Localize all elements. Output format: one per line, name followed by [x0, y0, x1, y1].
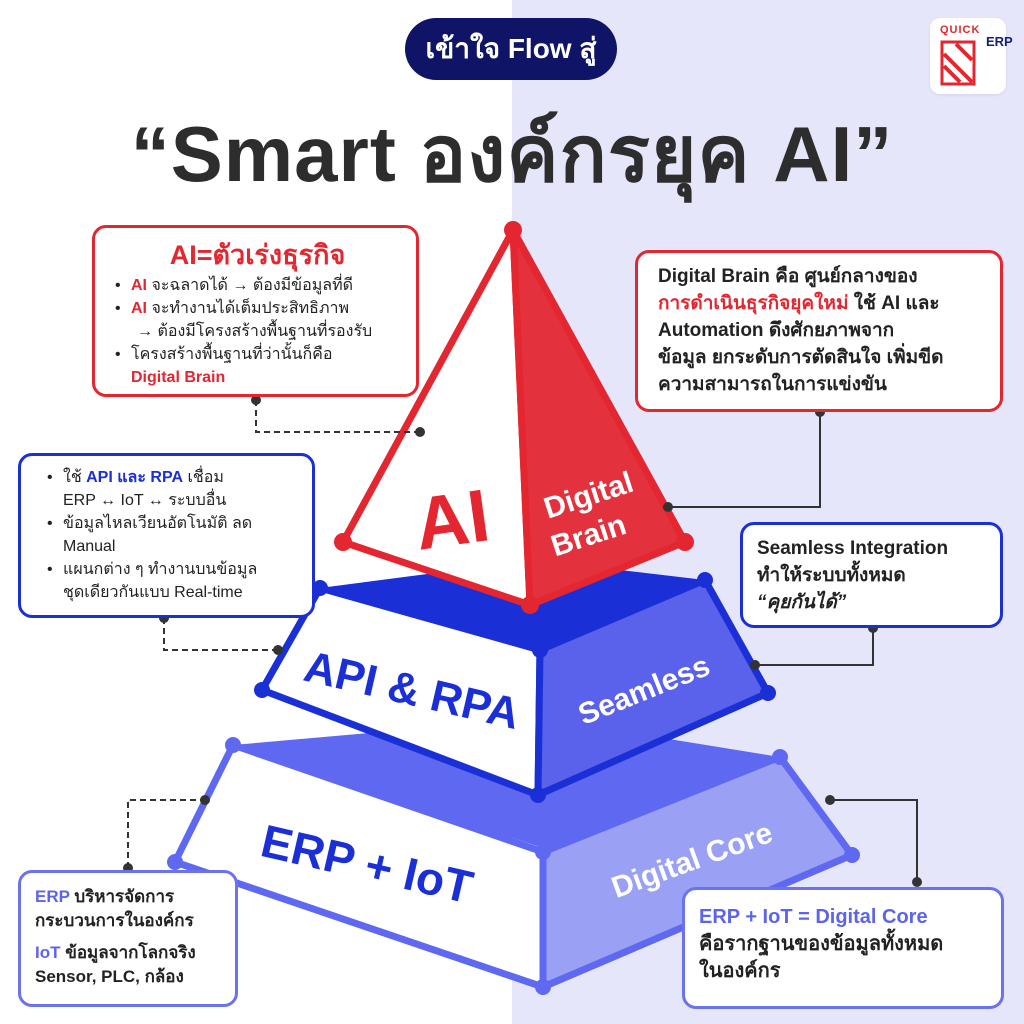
- logo-mark-icon: [940, 40, 976, 86]
- digital-brain-box: Digital Brain คือ ศูนย์กลางของ การดำเนิน…: [635, 250, 1003, 412]
- brain-box-line1: Digital Brain คือ ศูนย์กลางของ: [658, 266, 918, 287]
- logo-text-quick: QUICK: [940, 24, 981, 36]
- page-title: “Smart องค์กรยุค AI”: [130, 110, 894, 198]
- label-ai: AI: [410, 473, 495, 565]
- seamless-box-quote: “คุยกันได้”: [757, 592, 847, 613]
- erp-box-line1: ERP บริหารจัดการ: [35, 887, 175, 906]
- connector-seamless-box: [755, 628, 874, 666]
- erp-box-line2: กระบวนการในองค์กร: [35, 911, 194, 930]
- core-box-line3: ในองค์กร: [699, 960, 781, 982]
- top-side-face: [509, 226, 689, 609]
- core-box-line2: คือรากฐานของข้อมูลทั้งหมด: [699, 933, 944, 955]
- ai-box-item-2: AI จะทำงานได้เต็มประสิทธิภาพ→ ต้องมีโครง…: [115, 297, 402, 343]
- header-pill: เข้าใจ Flow สู่: [405, 18, 617, 80]
- mid-top-face: [320, 560, 705, 650]
- ai-accelerator-box: AI=ตัวเร่งธุรกิจ AI จะฉลาดได้ → ต้องมีข้…: [92, 225, 419, 397]
- erp-box-line3: IoT ข้อมูลจากโลกจริง: [35, 943, 196, 962]
- seamless-box-title: Seamless Integration: [757, 538, 949, 559]
- seamless-integration-box: Seamless Integration ทำให้ระบบทั้งหมด “ค…: [740, 522, 1003, 628]
- connector-ai-box: [255, 400, 420, 433]
- core-box-title: ERP + IoT = Digital Core: [699, 906, 928, 928]
- api-box-item-3: แผนกต่าง ๆ ทำงานบนข้อมูลชุดเดียวกันแบบ R…: [47, 558, 300, 604]
- digital-core-box: ERP + IoT = Digital Core คือรากฐานของข้อ…: [682, 887, 1004, 1009]
- ai-box-item-1: AI จะฉลาดได้ → ต้องมีข้อมูลที่ดี: [115, 274, 402, 297]
- connector-core-box: [830, 799, 918, 882]
- connector-api-box: [163, 618, 278, 651]
- brain-box-line5: ความสามารถในการแข่งขัน: [658, 374, 887, 395]
- connector-erp-box: [127, 799, 205, 868]
- brain-box-line4: ข้อมูล ยกระดับการตัดสินใจ เพิ่มขีด: [658, 347, 944, 368]
- ai-box-title: AI=ตัวเร่งธุรกิจ: [169, 240, 346, 270]
- erp-box-line4: Sensor, PLC, กล้อง: [35, 967, 184, 986]
- erp-iot-box: ERP บริหารจัดการ กระบวนการในองค์กร IoT ข…: [18, 870, 238, 1007]
- seamless-box-line2: ทำให้ระบบทั้งหมด: [757, 565, 906, 586]
- brain-box-line2: การดำเนินธุรกิจยุคใหม่ ใช้ AI และ: [658, 293, 940, 314]
- brain-box-line3: Automation ดึงศักยภาพจาก: [658, 320, 895, 341]
- connector-brain-box: [668, 412, 821, 508]
